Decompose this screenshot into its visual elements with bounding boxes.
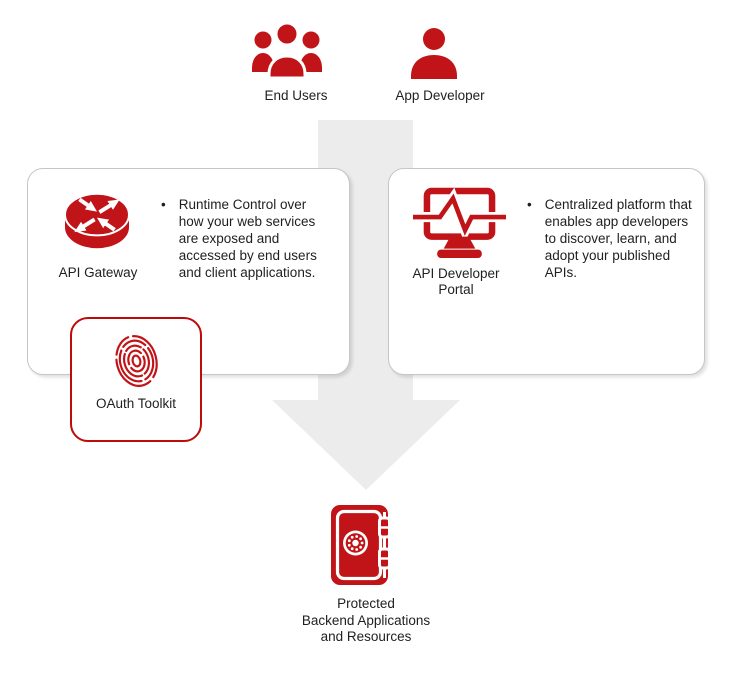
oauth-toolkit-panel: OAuth Toolkit [70,317,202,442]
oauth-toolkit-label: OAuth Toolkit [95,396,177,411]
safe-vault-icon [331,505,391,585]
api-gateway-router-icon [64,192,130,249]
api-gateway-bullet-text: Runtime Control over how your web servic… [178,197,317,280]
api-developer-portal-bullet-text: Centralized platform that enables app de… [544,197,692,280]
protected-backend-label: Protected Backend Applications and Resou… [266,596,466,646]
portal-title-line: Portal [438,282,474,297]
end-users-label: End Users [264,88,328,103]
api-gateway-bullet: • Runtime Control over how your web serv… [161,196,331,281]
protected-label-line: Protected [337,596,395,611]
api-gateway-title: API Gateway [58,265,138,280]
bullet-dot: • [161,197,166,212]
portal-title-line: API Developer [412,266,500,281]
app-developer-label: App Developer [395,88,485,103]
api-developer-portal-panel: API Developer Portal • Centralized platf… [388,168,705,375]
protected-label-line: and Resources [320,629,412,644]
end-users-group-icon [252,21,322,78]
developer-portal-monitor-icon [413,187,506,258]
fingerprint-icon [114,335,158,387]
protected-label-line: Backend Applications [301,612,431,628]
api-developer-portal-bullet: • Centralized platform that enables app … [527,196,697,281]
api-developer-portal-title: API Developer Portal [391,266,521,298]
bullet-dot: • [527,197,532,212]
app-developer-user-icon [411,28,457,79]
